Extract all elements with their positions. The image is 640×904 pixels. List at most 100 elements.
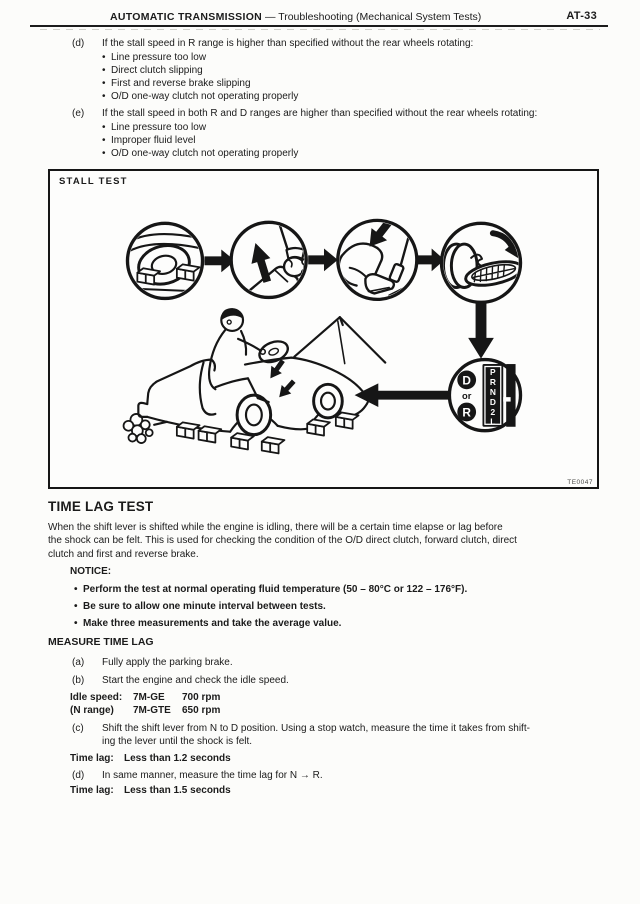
spec-value: Less than 1.5 seconds [124, 785, 231, 796]
stall-test-figure: D or R P R N D 2 L [48, 169, 599, 489]
shift-r-badge [457, 402, 477, 422]
bullet-item: • Direct clutch slipping [102, 64, 203, 77]
step-a: (a) Fully apply the parking brake. [72, 656, 233, 669]
bullet-item: •Improper fluid level [102, 134, 195, 147]
item-text: If the stall speed in R range is higher … [102, 38, 474, 49]
step-text: In same manner, measure the time lag for… [102, 770, 323, 781]
spec-engine: 7M-GTE [133, 705, 171, 716]
spec-label: Time lag: [70, 785, 114, 796]
steering-wheel [258, 340, 289, 364]
step-text: Shift the shift lever from N to D positi… [102, 723, 530, 734]
step-text: Start the engine and check the idle spee… [102, 675, 289, 686]
step-b: (b) Start the engine and check the idle s… [72, 674, 289, 687]
step-label: (a) [72, 657, 85, 668]
intro-line: the shock can be felt. This is used for … [48, 535, 517, 547]
notice-label: NOTICE: [70, 566, 112, 577]
flow-arrows [204, 248, 494, 408]
step-label: (c) [72, 723, 84, 734]
header-subtitle: — Troubleshooting (Mechanical System Tes… [264, 11, 482, 23]
arrow-right-icon [417, 248, 445, 272]
shift-d-label: D [462, 373, 471, 387]
bullet-item: •O/D one-way clutch not operating proper… [102, 90, 298, 103]
pedal-action-arrows [270, 359, 296, 398]
step-d: (d) In same manner, measure the time lag … [72, 769, 323, 782]
notice-bullet: •Make three measurements and take the av… [74, 617, 341, 630]
accelerator-pedal-icon [439, 221, 523, 305]
time-lag-spec-1: Time lag:Less than 1.2 seconds [70, 752, 231, 765]
spec-engine: 7M-GE [133, 692, 165, 703]
spec-value: 700 rpm [182, 692, 221, 703]
shift-lever-icon: D or R P R N D 2 L [447, 357, 523, 433]
section-heading: TIME LAG TEST [48, 499, 154, 514]
shift-lever-notch [503, 397, 511, 402]
item-label: (d) [72, 38, 85, 49]
notice-bullet: • Be sure to allow one minute interval be… [74, 600, 326, 613]
bullet-marker: • [102, 147, 106, 159]
bullet-text: Make three measurements and take the ave… [83, 618, 342, 629]
step-label: (b) [72, 675, 85, 686]
svg-text:L: L [490, 416, 495, 426]
bullet-marker: • [102, 77, 106, 89]
step-c: (c) Shift the shift lever from N to D pos… [72, 722, 530, 735]
step-label: (d) [72, 770, 85, 781]
header-rule-scan-echo [40, 28, 600, 30]
item-text: If the stall speed in both R and D range… [102, 108, 538, 119]
figure-code: TE0047 [567, 479, 593, 486]
page-header: AUTOMATIC TRANSMISSION — Troubleshooting… [110, 11, 481, 23]
bullet-item: • O/D one-way clutch not operating proper… [102, 147, 298, 160]
shift-gate-letters: P R N D 2 L [490, 367, 496, 426]
bullet-text: Be sure to allow one minute interval bet… [83, 601, 326, 612]
spec-label: (N range) [70, 705, 114, 716]
brake-pedal-icon [336, 218, 419, 302]
wheel-chock-icon [125, 221, 205, 301]
shift-r-label: R [462, 405, 471, 419]
bullet-text: Line pressure too low [111, 121, 207, 133]
bullet-text: O/D one-way clutch not operating properl… [111, 147, 299, 159]
shift-gate [482, 364, 504, 427]
open-hood [293, 316, 387, 365]
notice-bullet: • Perform the test at normal operating fl… [74, 583, 467, 596]
shift-lever-bar [506, 364, 516, 427]
intro-line: clutch and first and reverse brake. [48, 548, 199, 560]
svg-text:P: P [490, 367, 496, 377]
bullet-marker: • [102, 64, 106, 76]
step-c-continued: ing the lever until the shock is felt. [102, 736, 253, 747]
car-illustration [122, 308, 387, 455]
item-label: (e) [72, 108, 85, 119]
bullet-text: Direct clutch slipping [111, 64, 203, 76]
car-wheels [235, 382, 344, 437]
bullet-marker: • [74, 584, 78, 595]
bullet-marker: • [102, 51, 106, 63]
bullet-text: Line pressure too low [111, 51, 207, 63]
intro-line: When the shift lever is shifted while th… [48, 522, 503, 533]
spec-label: Time lag: [70, 753, 114, 764]
bullet-item: • Line pressure too low [102, 121, 206, 134]
stall-test-illustration: D or R P R N D 2 L [122, 218, 523, 455]
spec-value: 650 rpm [182, 705, 221, 716]
exhaust-smoke [122, 413, 169, 444]
shift-d-badge [457, 370, 477, 390]
header-rule [30, 25, 608, 28]
subsection-heading: MEASURE TIME LAG [48, 636, 154, 648]
header-page-number: AT-33 [566, 10, 597, 22]
figure-title: STALL TEST [59, 176, 128, 187]
bullet-text: First and reverse brake slipping [111, 77, 251, 89]
svg-text:D: D [490, 397, 496, 407]
bullet-text: Perform the test at normal operating flu… [83, 584, 468, 595]
svg-text:2: 2 [491, 407, 496, 417]
time-lag-spec-2: Time lag: Less than 1.5 seconds [70, 784, 231, 797]
section-intro: When the shift lever is shifted while th… [48, 521, 604, 561]
list-item-d: (d) If the stall speed in R range is high… [72, 37, 473, 50]
svg-text:R: R [490, 377, 496, 387]
list-item-e: (e) If the stall speed in both R and D ra… [72, 107, 537, 120]
bullet-item: • First and reverse brake slipping [102, 77, 251, 90]
bullet-marker: • [74, 601, 78, 612]
header-section-title: AUTOMATIC TRANSMISSION [110, 11, 263, 23]
arrow-down-icon [468, 302, 494, 359]
bullet-marker: • [102, 121, 106, 133]
bullet-item: • Line pressure too low [102, 51, 206, 64]
step-text: Fully apply the parking brake. [102, 657, 233, 668]
shift-or-label: or [462, 391, 472, 401]
